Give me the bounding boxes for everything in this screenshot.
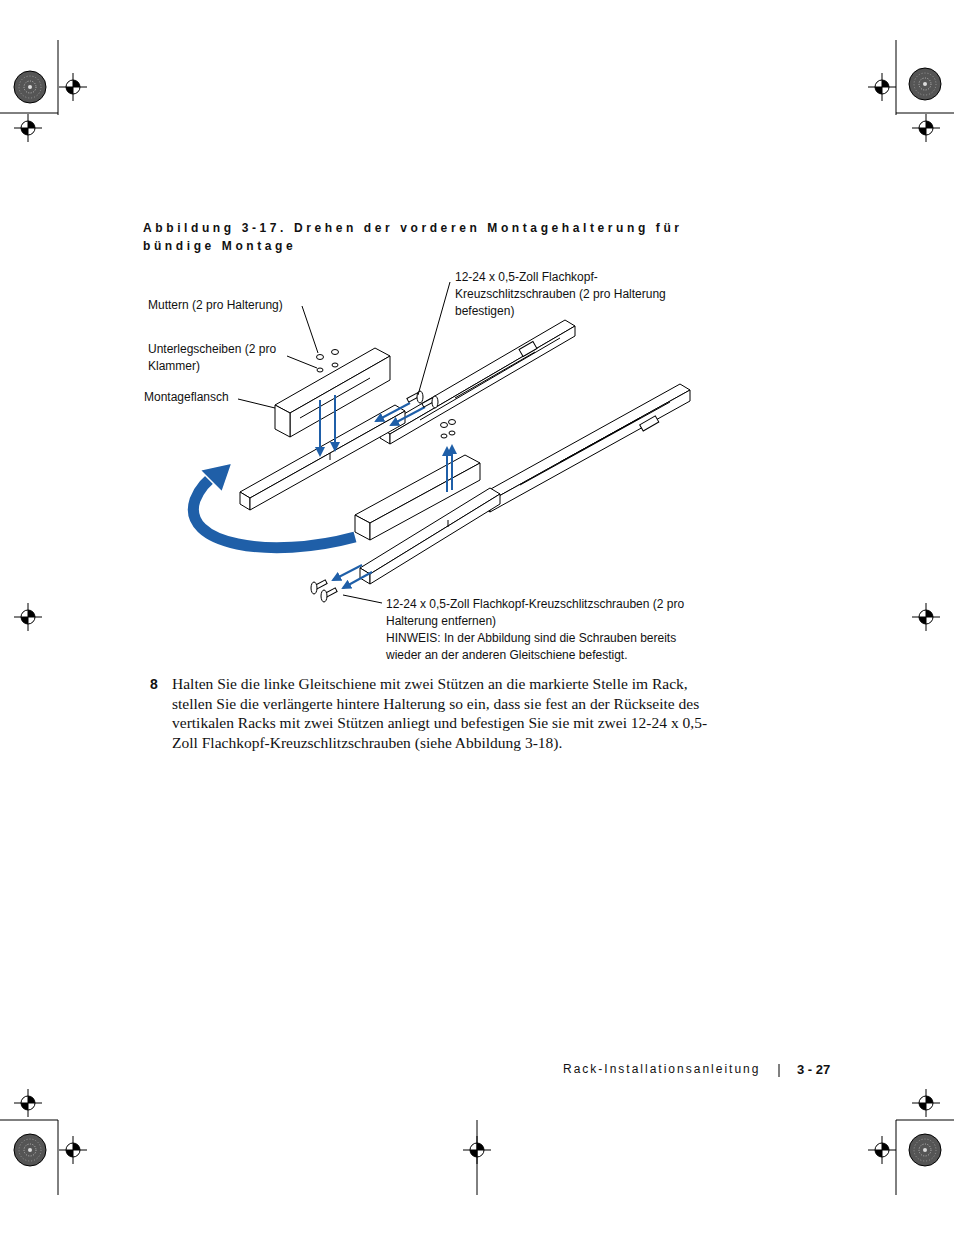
running-footer: Rack-Installationsanleitung [563,1062,768,1076]
part-label: Montageflansch [144,389,254,406]
screws [311,580,337,602]
step-number: 8 [150,676,164,692]
nuts-washers [317,350,339,373]
footer-separator [779,1064,780,1077]
nuts-washers [441,420,456,439]
step-text: Halten Sie die linke Gleitschiene mit zw… [172,674,724,752]
part-label: 12-24 x 0,5-Zoll Flachkopf-Kreuzschlitzs… [455,269,695,320]
direction-arrows [333,446,452,588]
note-text: HINWEIS: In der Abbildung sind die Schra… [386,630,701,664]
rotation-arrow [193,463,355,548]
screws [407,391,438,408]
part-label: Muttern (2 pro Halterung) [148,297,318,314]
part-label: 12-24 x 0,5-Zoll Flachkopf-Kreuzschlitzs… [386,596,696,630]
part-label: Unterlegscheiben (2 pro Klammer) [148,341,290,375]
leader-lines [238,282,450,603]
page-number: 3 - 27 [797,1062,847,1077]
crop-lines [0,40,954,1195]
rail-assembly-lower [355,384,690,584]
direction-arrows [320,395,425,455]
figure-title: Abbildung 3-17. Drehen der vorderen Mont… [143,219,743,255]
